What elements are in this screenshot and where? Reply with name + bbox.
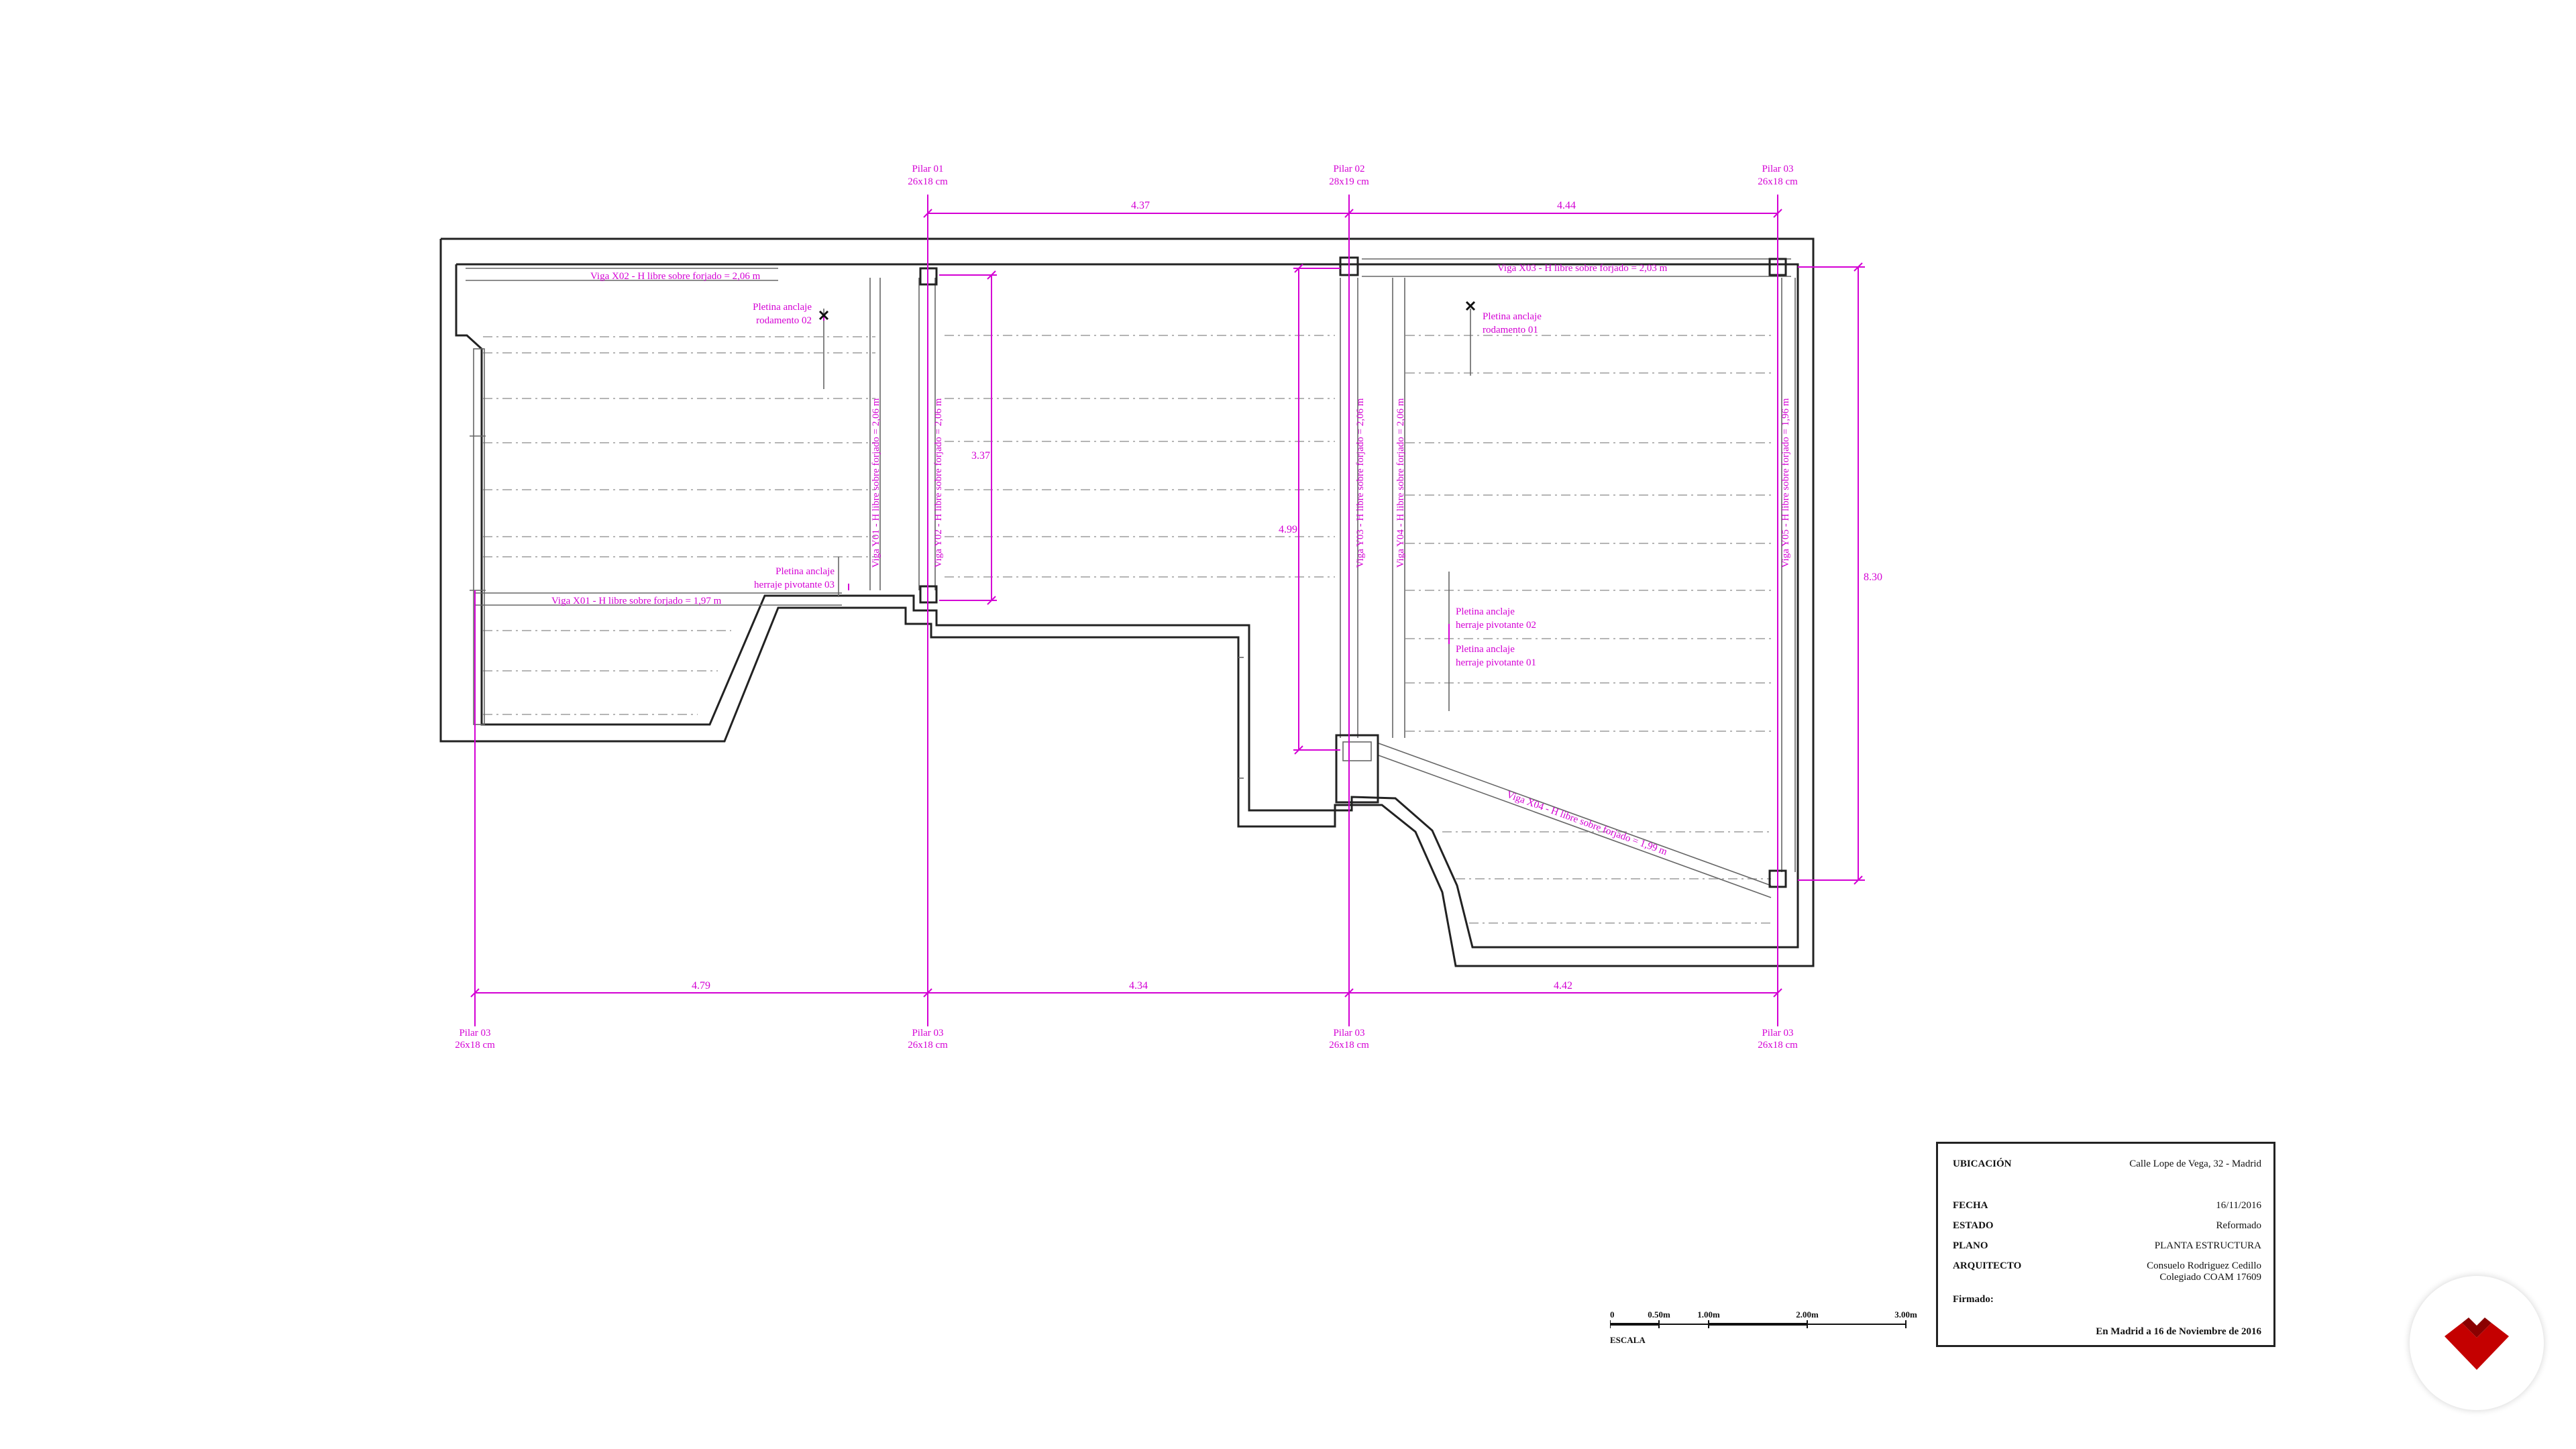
pillar-top-3-name: Pilar 03 — [1762, 164, 1793, 174]
plate-labels: Pletina anclaje rodamento 02 Pletina anc… — [753, 302, 1542, 668]
tb-row-estado: ESTADO Reformado — [1953, 1220, 2261, 1232]
plate-rod01-line1: Pletina anclaje — [1483, 311, 1542, 322]
beam-x02-label: Viga X02 - H libre sobre forjado = 2,06 … — [590, 271, 761, 282]
pillar-bottom-1-size: 26x18 cm — [455, 1040, 495, 1051]
dim-inner-2: 4.99 — [1279, 524, 1297, 535]
plate-piv02-line2: herraje pivotante 02 — [1456, 620, 1536, 631]
dim-top-1: 4.37 — [1131, 200, 1150, 211]
tb-fecha-value: 16/11/2016 — [2216, 1200, 2261, 1211]
plate-piv03-line1: Pletina anclaje — [775, 566, 835, 577]
beam-y02-label: Viga Y02 - H libre sobre forjado = 2,06 … — [933, 398, 944, 568]
tb-row-fecha: FECHA 16/11/2016 — [1953, 1200, 2261, 1212]
plate-piv03-line2: herraje pivotante 03 — [754, 580, 835, 590]
plate-piv01-line1: Pletina anclaje — [1456, 644, 1515, 655]
pillar-top-3-size: 26x18 cm — [1758, 176, 1798, 187]
tb-row-firmado: Firmado: — [1953, 1294, 2261, 1305]
tb-estado-label: ESTADO — [1953, 1220, 1994, 1231]
pillar-bottom-2-name: Pilar 03 — [912, 1028, 943, 1038]
plate-rod02-line2: rodamento 02 — [756, 315, 812, 326]
tb-arquitecto-label: ARQUITECTO — [1953, 1260, 2022, 1271]
pillar-labels: Pilar 01 26x18 cm Pilar 02 28x19 cm Pila… — [455, 164, 1798, 1051]
tb-row-arquitecto: ARQUITECTO Consuelo Rodriguez Cedillo Co… — [1953, 1260, 2261, 1283]
red-chevron-logo-icon — [2445, 1318, 2509, 1370]
tb-row-plano: PLANO PLANTA ESTRUCTURA — [1953, 1240, 2261, 1252]
scale-tick-4: 3.00m — [1894, 1309, 1917, 1320]
pillar-top-1-name: Pilar 01 — [912, 164, 943, 174]
tb-arquitecto-value: Consuelo Rodriguez Cedillo Colegiado COA… — [2147, 1260, 2261, 1283]
pillar-bottom-4-size: 26x18 cm — [1758, 1040, 1798, 1051]
plate-rod02-line1: Pletina anclaje — [753, 302, 812, 313]
anchor-plate-marks — [818, 301, 1476, 321]
pillar-top-1-size: 26x18 cm — [908, 176, 948, 187]
dim-right: 8.30 — [1864, 572, 1882, 583]
tb-firmado-label: Firmado: — [1953, 1294, 1994, 1305]
scale-tick-3: 2.00m — [1796, 1309, 1819, 1320]
plate-rod01-line2: rodamento 01 — [1483, 325, 1538, 335]
plate-piv01-line2: herraje pivotante 01 — [1456, 657, 1536, 668]
dimension-lines — [470, 195, 1865, 1026]
pillar-bottom-1-name: Pilar 03 — [459, 1028, 490, 1038]
pillar-bottom-2-size: 26x18 cm — [908, 1040, 948, 1051]
building-walls — [439, 237, 1815, 967]
tb-arquitecto-name: Consuelo Rodriguez Cedillo — [2147, 1260, 2261, 1271]
dim-inner-1: 3.37 — [971, 450, 990, 462]
pillar-bottom-3-name: Pilar 03 — [1333, 1028, 1364, 1038]
pillar-top-2-size: 28x19 cm — [1329, 176, 1369, 187]
beam-y01-label: Viga Y01 - H libre sobre forjado = 2,06 … — [871, 398, 881, 568]
title-block: UBICACIÓN Calle Lope de Vega, 32 - Madri… — [1936, 1142, 2275, 1347]
beam-x04-label: Viga X04 - H libre sobre forjado = 1,99 … — [1505, 790, 1669, 858]
dim-bottom-2: 4.34 — [1129, 980, 1148, 991]
tb-row-ubicacion: UBICACIÓN Calle Lope de Vega, 32 - Madri… — [1953, 1159, 2261, 1170]
tb-place-date: En Madrid a 16 de Noviembre de 2016 — [2096, 1326, 2261, 1337]
scale-label: ESCALA — [1610, 1335, 1646, 1345]
scale-tick-2: 1.00m — [1697, 1309, 1720, 1320]
tb-row-place-date: En Madrid a 16 de Noviembre de 2016 — [1953, 1326, 2261, 1338]
tb-ubicacion-label: UBICACIÓN — [1953, 1159, 2012, 1169]
dim-bottom-1: 4.79 — [692, 980, 710, 991]
plate-piv02-line1: Pletina anclaje — [1456, 606, 1515, 617]
tb-ubicacion-value: Calle Lope de Vega, 32 - Madrid — [2129, 1159, 2261, 1169]
pillar-bottom-3-size: 26x18 cm — [1329, 1040, 1369, 1051]
dim-bottom-3: 4.42 — [1554, 980, 1572, 991]
beam-y03-label: Viga Y03 - H libre sobre forjado = 2,06 … — [1355, 398, 1366, 568]
pillar-top-2-name: Pilar 02 — [1333, 164, 1364, 174]
pillar-bottom-4-name: Pilar 03 — [1762, 1028, 1793, 1038]
tb-arquitecto-registration: Colegiado COAM 17609 — [2159, 1272, 2261, 1283]
beam-y04-label: Viga Y04 - H libre sobre forjado = 2,06 … — [1395, 398, 1406, 568]
tb-fecha-label: FECHA — [1953, 1200, 1988, 1211]
tb-estado-value: Reformado — [2216, 1220, 2261, 1231]
scale-bar-graphic: 0 0.50m 1.00m 2.00m 3.00m ESCALA — [1609, 1309, 1917, 1345]
beam-x01-label: Viga X01 - H libre sobre forjado = 1,97 … — [551, 596, 722, 606]
scale-bar: 0 0.50m 1.00m 2.00m 3.00m ESCALA — [1609, 1308, 1919, 1348]
tb-plano-value: PLANTA ESTRUCTURA — [2154, 1240, 2261, 1251]
beam-labels: Viga X02 - H libre sobre forjado = 2,06 … — [551, 263, 1791, 858]
scale-tick-1: 0.50m — [1648, 1309, 1670, 1320]
beam-x03-label: Viga X03 - H libre sobre forjado = 2,03 … — [1497, 263, 1668, 274]
brand-logo — [2410, 1276, 2544, 1410]
scale-tick-0: 0 — [1610, 1309, 1615, 1320]
beam-y05-label: Viga Y05 - H libre sobre forjado = 1,96 … — [1780, 398, 1791, 568]
slab-joists — [483, 335, 1771, 924]
tb-plano-label: PLANO — [1953, 1240, 1988, 1251]
dim-top-2: 4.44 — [1557, 200, 1576, 211]
